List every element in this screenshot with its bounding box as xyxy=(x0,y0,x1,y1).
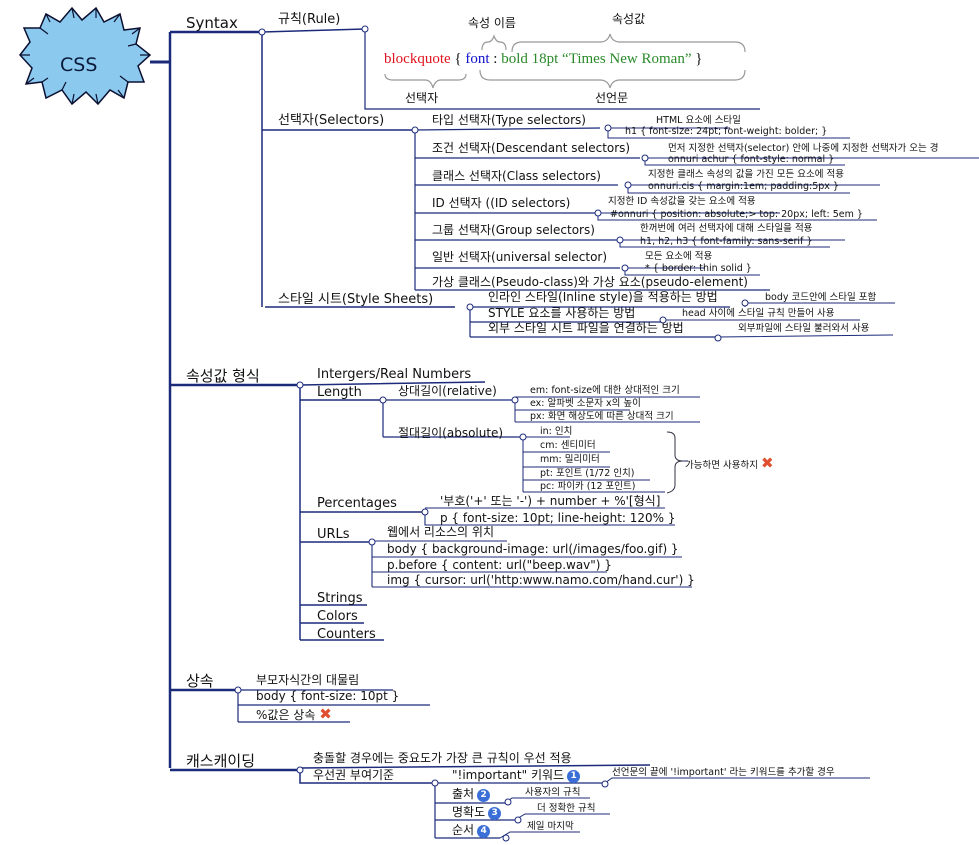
relative-em[interactable]: em: font-size에 대한 상대적인 크기 xyxy=(530,385,680,396)
label-property-name: 속성 이름 xyxy=(468,16,516,30)
node-group-selectors[interactable]: 그룹 선택자(Group selectors) xyxy=(432,223,595,237)
style-element-desc[interactable]: head 사이에 스타일 규칙 만들어 사용 xyxy=(682,308,835,319)
example-open-brace: { xyxy=(454,51,462,67)
inheritance-example[interactable]: body { font-size: 10pt } xyxy=(256,689,400,703)
external-style-desc[interactable]: 외부파일에 스타일 불러와서 사용 xyxy=(738,323,870,334)
number-4-icon: 4 xyxy=(477,825,491,838)
node-inheritance[interactable]: 상속 xyxy=(186,672,214,690)
priority-important-label: "!important" 키워드 xyxy=(452,768,565,782)
label-property-value: 속성값 xyxy=(612,12,646,26)
node-length[interactable]: Length xyxy=(317,385,362,400)
node-rule[interactable]: 규칙(Rule) xyxy=(278,12,341,27)
css-root-bubble-icon xyxy=(19,6,152,106)
inheritance-percent[interactable]: %값은 상속 ✖ xyxy=(256,707,332,722)
absolute-in[interactable]: in: 인치 xyxy=(540,426,573,437)
priority-order-desc[interactable]: 제일 마지막 xyxy=(527,821,574,832)
node-absolute[interactable]: 절대길이(absolute) xyxy=(398,426,504,440)
example-selector: blockquote xyxy=(384,51,451,67)
node-external-style[interactable]: 외부 스타일 시트 파일을 연결하는 방법 xyxy=(488,321,684,335)
descendant-selectors-desc[interactable]: 먼저 지정한 선택자(selector) 안에 나중에 지정한 선택자가 오는 … xyxy=(668,143,939,154)
node-pseudo-class[interactable]: 가상 클래스(Pseudo-class)와 가상 요소(pseudo-eleme… xyxy=(432,275,748,289)
node-percentages[interactable]: Percentages xyxy=(317,496,397,511)
group-selectors-example[interactable]: h1, h2, h3 { font-family: sans-serif } xyxy=(640,236,813,247)
id-selectors-example[interactable]: #onnuri { position: absolute;> top: 20px… xyxy=(610,209,863,220)
node-syntax[interactable]: Syntax xyxy=(186,14,238,32)
inheritance-percent-text: %값은 상속 xyxy=(256,708,316,722)
universal-selector-desc[interactable]: 모든 요소에 적용 xyxy=(645,251,713,262)
inheritance-desc[interactable]: 부모자식간의 대물림 xyxy=(256,673,360,687)
priority-origin-desc[interactable]: 사용자의 규칙 xyxy=(525,787,581,798)
descendant-selectors-example[interactable]: onnuri achur { font-style: normal } xyxy=(668,154,835,165)
priority-order-label: 순서 xyxy=(452,823,475,837)
percentages-format[interactable]: '부호('+' 또는 '-') + number + %'[형식] xyxy=(440,494,661,508)
node-id-selectors[interactable]: ID 선택자 ((ID selectors) xyxy=(432,196,571,210)
example-property: font xyxy=(465,51,490,67)
node-cascading[interactable]: 캐스캐이딩 xyxy=(186,752,256,770)
absolute-mm[interactable]: mm: 밀리미터 xyxy=(540,454,600,465)
inline-style-desc[interactable]: body 코드안에 스타일 포함 xyxy=(765,292,877,303)
relative-px[interactable]: px: 화면 해상도에 따른 상대적 크기 xyxy=(530,411,674,422)
cascading-conflict[interactable]: 충돌할 경우에는 중요도가 가장 큰 규칙이 우선 적용 xyxy=(313,751,572,765)
urls-desc[interactable]: 웹에서 리소스의 위치 xyxy=(387,525,494,539)
node-style-element[interactable]: STYLE 요소를 사용하는 방법 xyxy=(488,306,636,320)
urls-example-1[interactable]: body { background-image: url(/images/foo… xyxy=(387,542,679,556)
priority-specificity-desc[interactable]: 더 정확한 규칙 xyxy=(537,803,596,814)
node-universal-selector[interactable]: 일반 선택자(universal selector) xyxy=(432,250,608,264)
class-selectors-example[interactable]: onnuri.cis { margin:1em; padding:5px } xyxy=(648,181,839,192)
urls-example-3[interactable]: img { cursor: url('http:www.namo.com/han… xyxy=(387,573,695,587)
x-mark-icon: ✖ xyxy=(760,454,774,472)
node-priority[interactable]: 우선권 부여기준 xyxy=(313,768,395,782)
node-strings[interactable]: Strings xyxy=(317,591,363,606)
x-mark-icon: ✖ xyxy=(319,705,332,723)
relative-ex[interactable]: ex: 알파벳 소문자 x의 높이 xyxy=(530,398,641,409)
node-value-formats[interactable]: 속성값 형식 xyxy=(186,367,260,385)
priority-origin-label: 출처 xyxy=(452,787,475,801)
node-counters[interactable]: Counters xyxy=(317,627,376,642)
example-colon: : xyxy=(493,51,498,67)
node-colors[interactable]: Colors xyxy=(317,609,358,624)
class-selectors-desc[interactable]: 지정한 클래스 속성의 값을 가진 모든 요소에 적용 xyxy=(648,169,844,180)
urls-example-2[interactable]: p.before { content: url("beep.wav") } xyxy=(387,558,612,572)
type-selectors-example[interactable]: h1 { font-size: 24pt; font-weight: bolde… xyxy=(625,126,828,137)
group-selectors-desc[interactable]: 한꺼번에 여러 선택자에 대해 스타일을 적용 xyxy=(640,223,813,234)
node-selectors[interactable]: 선택자(Selectors) xyxy=(278,113,385,128)
node-style-sheets[interactable]: 스타일 시트(Style Sheets) xyxy=(278,292,434,307)
priority-specificity-label: 명확도 xyxy=(452,805,486,819)
number-1-icon: 1 xyxy=(567,770,581,783)
node-descendant-selectors[interactable]: 조건 선택자(Descendant selectors) xyxy=(432,141,631,155)
example-value: bold 18pt “Times New Roman” xyxy=(501,51,692,67)
example-close-brace: } xyxy=(695,51,703,67)
absolute-cm[interactable]: cm: 센티미터 xyxy=(540,440,596,451)
label-declaration: 선언문 xyxy=(595,91,629,105)
priority-important-desc[interactable]: 선언문의 끝에 '!important' 라는 키워드를 추가할 경우 xyxy=(612,767,835,778)
node-inline-style[interactable]: 인라인 스타일(Inline style)을 적용하는 방법 xyxy=(488,290,718,304)
absolute-pc[interactable]: pc: 파이카 (12 포인트) xyxy=(540,481,636,492)
absolute-note: 가능하면 사용하지 ✖ xyxy=(685,456,774,471)
id-selectors-desc[interactable]: 지정한 ID 속성값을 갖는 요소에 적용 xyxy=(608,196,756,207)
node-type-selectors[interactable]: 타입 선택자(Type selectors) xyxy=(432,113,586,127)
node-relative[interactable]: 상대길이(relative) xyxy=(398,384,497,398)
absolute-pt[interactable]: pt: 포인트 (1/72 인치) xyxy=(540,468,635,479)
node-urls[interactable]: URLs xyxy=(317,527,350,542)
node-integers[interactable]: Intergers/Real Numbers xyxy=(317,367,472,382)
number-2-icon: 2 xyxy=(477,789,491,802)
universal-selector-example[interactable]: * { border: thin solid } xyxy=(645,263,752,274)
type-selectors-desc[interactable]: HTML 요소에 스타일 xyxy=(656,115,741,126)
absolute-note-text: 가능하면 사용하지 xyxy=(685,460,758,471)
label-selector: 선택자 xyxy=(405,91,439,105)
node-class-selectors[interactable]: 클래스 선택자(Class selectors) xyxy=(432,169,601,183)
number-3-icon: 3 xyxy=(488,807,502,820)
root-node[interactable]: CSS xyxy=(60,54,98,76)
percentages-example[interactable]: p { font-size: 10pt; line-height: 120% } xyxy=(440,511,676,525)
